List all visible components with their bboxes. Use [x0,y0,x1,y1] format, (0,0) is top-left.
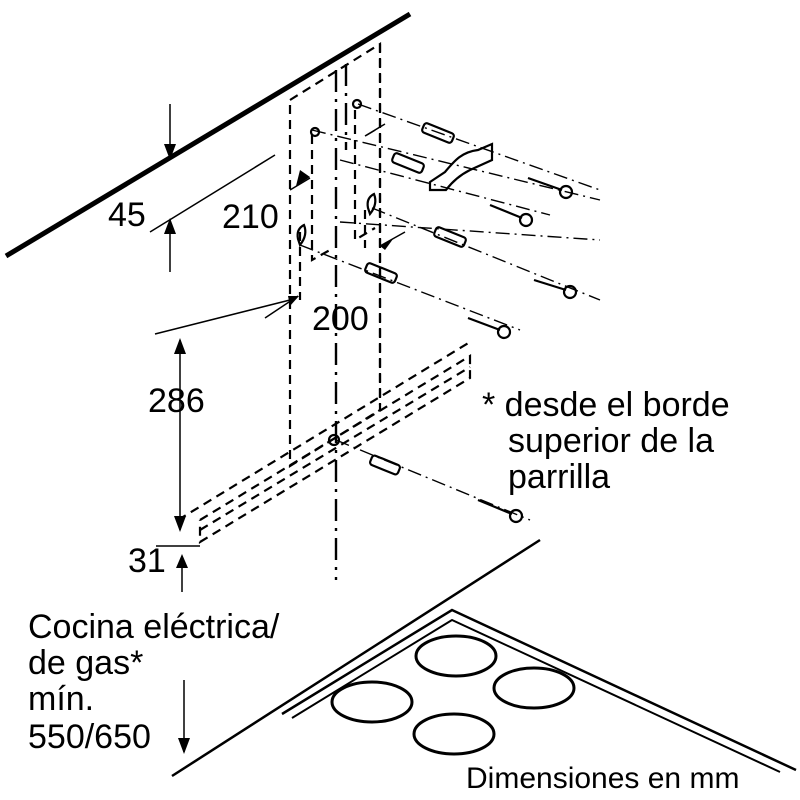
dim-200: 200 [312,300,369,338]
wall-plug [369,454,401,476]
wall-plug [421,122,455,144]
wall-bracket [428,142,494,192]
hood-body-outline [177,341,472,544]
wall-plugs [364,122,467,476]
dim-31: 31 [128,542,166,580]
burner [414,634,498,678]
dimension-lines [149,104,406,754]
note-line-3: parrilla [508,458,610,496]
burner [330,680,414,724]
note-line-2: superior de la [508,422,714,460]
wall-plug [433,226,467,248]
burner [492,666,576,710]
screw [533,278,578,300]
ceiling [4,11,412,259]
cooktop-label-line-2: de gas* [28,644,143,682]
note-line-1: * desde el borde [482,386,730,424]
min-value: 550/650 [28,718,151,756]
dim-286: 286 [148,382,205,420]
dim-45: 45 [108,196,146,234]
min-label: mín. [28,680,94,718]
wall-plug [364,262,398,284]
screw [489,203,534,228]
hooks [296,98,377,447]
burner [412,712,496,756]
screw-axes [299,103,601,521]
units-footer: Dimensiones en mm [466,762,739,795]
screw [467,316,512,340]
cooktop [171,538,797,778]
wall-plug [391,152,425,174]
cooktop-label-line-1: Cocina eléctrica/ [28,608,280,646]
screw [477,498,524,524]
dim-210: 210 [222,198,279,236]
screws [467,176,578,524]
screw [527,176,574,200]
inner-bracket-outline [298,110,376,300]
center-axis [334,64,348,580]
